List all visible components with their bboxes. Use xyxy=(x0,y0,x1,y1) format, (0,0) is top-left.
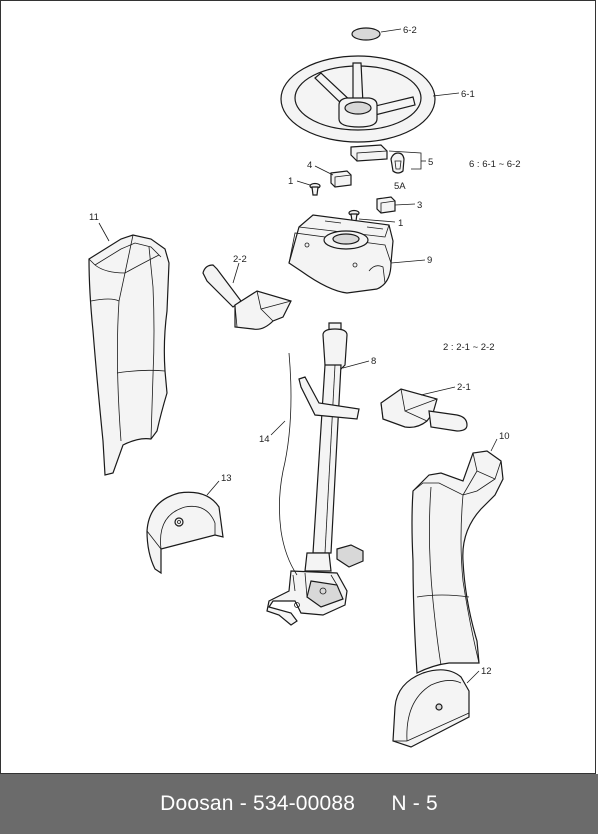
callout-1-right: 1 xyxy=(398,218,403,229)
footer-brand: Doosan xyxy=(160,792,234,815)
part-lever-2-2 xyxy=(202,264,292,330)
part-column-cover-top xyxy=(288,214,394,294)
diagram-frame: 6-2 6-1 5 5A 6 : 6-1 ~ 6-2 4 1 xyxy=(0,0,596,774)
callout-5a: 5A xyxy=(394,181,406,192)
part-clip-5a xyxy=(390,152,405,174)
callout-8: 8 xyxy=(371,356,376,367)
part-rear-cover-11 xyxy=(88,234,170,476)
callout-14: 14 xyxy=(259,434,270,445)
footer-page: N - 5 xyxy=(391,792,438,815)
part-base-cover-12 xyxy=(392,669,470,748)
part-front-cover-10 xyxy=(411,450,504,674)
callout-10: 10 xyxy=(499,431,510,442)
callout-12: 12 xyxy=(481,666,492,677)
part-steering-column xyxy=(266,322,360,626)
callout-6-range: 6 : 6-1 ~ 6-2 xyxy=(469,159,521,170)
part-switch-4 xyxy=(330,170,352,188)
footer-gap xyxy=(355,792,391,816)
callout-9: 9 xyxy=(427,255,432,266)
part-steering-wheel xyxy=(280,55,436,143)
callout-6-1: 6-1 xyxy=(461,89,475,100)
callout-13: 13 xyxy=(221,473,232,484)
callout-2-1: 2-1 xyxy=(457,382,471,393)
footer-part-number: 534-00088 xyxy=(252,792,356,815)
callout-1-left: 1 xyxy=(288,176,293,187)
callout-2-2: 2-2 xyxy=(233,254,247,265)
callout-3: 3 xyxy=(417,200,422,211)
part-switch-3 xyxy=(376,196,396,214)
callout-11: 11 xyxy=(89,212,99,223)
part-bracket-13 xyxy=(146,491,224,575)
callout-2-range: 2 : 2-1 ~ 2-2 xyxy=(443,342,495,353)
part-pedal-pad xyxy=(336,544,364,568)
part-screw-right xyxy=(348,209,360,222)
footer-bar: Doosan - 534-00088 N - 5 xyxy=(0,774,598,834)
part-screw-left xyxy=(309,182,321,196)
callout-6-2: 6-2 xyxy=(403,25,417,36)
part-horn-cap xyxy=(351,27,381,41)
part-lever-2-1 xyxy=(380,388,468,432)
part-switch-block xyxy=(350,144,388,162)
part-wire-14 xyxy=(279,352,298,576)
exploded-parts-diagram: 6-2 6-1 5 5A 6 : 6-1 ~ 6-2 4 1 xyxy=(88,25,521,748)
callout-4: 4 xyxy=(307,160,312,171)
footer-separator: - xyxy=(233,792,253,815)
callout-5: 5 xyxy=(428,157,433,168)
